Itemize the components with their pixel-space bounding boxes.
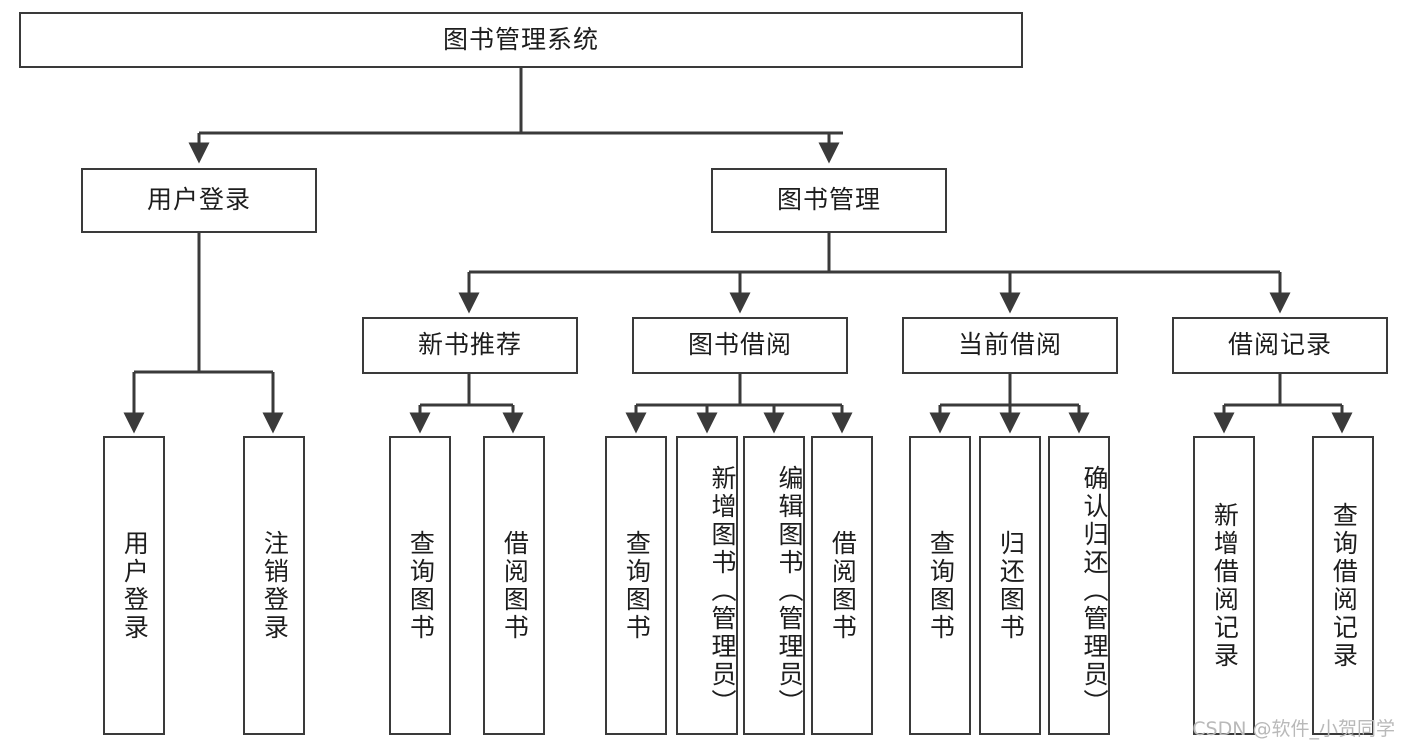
node-book-borrow[interactable]: 图书借阅 bbox=[632, 317, 848, 374]
leaf-logout[interactable]: 注销登录 bbox=[243, 436, 305, 735]
leaf-add-book-admin[interactable]: 新增图书（管理员） bbox=[676, 436, 738, 735]
leaf-confirm-return-admin[interactable]: 确认归还（管理员） bbox=[1048, 436, 1110, 735]
leaf-query-borrow-record[interactable]: 查询借阅记录 bbox=[1312, 436, 1374, 735]
leaf-user-login[interactable]: 用户登录 bbox=[103, 436, 165, 735]
node-user-login[interactable]: 用户登录 bbox=[81, 168, 317, 233]
leaf-edit-book-admin[interactable]: 编辑图书（管理员） bbox=[743, 436, 805, 735]
watermark-text: CSDN @软件_小贺同学 bbox=[1192, 718, 1395, 740]
node-borrow-record[interactable]: 借阅记录 bbox=[1172, 317, 1388, 374]
leaf-add-borrow-record[interactable]: 新增借阅记录 bbox=[1193, 436, 1255, 735]
leaf-return-book[interactable]: 归还图书 bbox=[979, 436, 1041, 735]
leaf-borrow-book-recommend[interactable]: 借阅图书 bbox=[483, 436, 545, 735]
node-book-management[interactable]: 图书管理 bbox=[711, 168, 947, 233]
leaf-borrow-book[interactable]: 借阅图书 bbox=[811, 436, 873, 735]
node-root-system[interactable]: 图书管理系统 bbox=[19, 12, 1023, 68]
leaf-query-book-borrow[interactable]: 查询图书 bbox=[605, 436, 667, 735]
leaf-query-book-current[interactable]: 查询图书 bbox=[909, 436, 971, 735]
node-new-book-recommend[interactable]: 新书推荐 bbox=[362, 317, 578, 374]
node-current-borrow[interactable]: 当前借阅 bbox=[902, 317, 1118, 374]
leaf-query-book-recommend[interactable]: 查询图书 bbox=[389, 436, 451, 735]
